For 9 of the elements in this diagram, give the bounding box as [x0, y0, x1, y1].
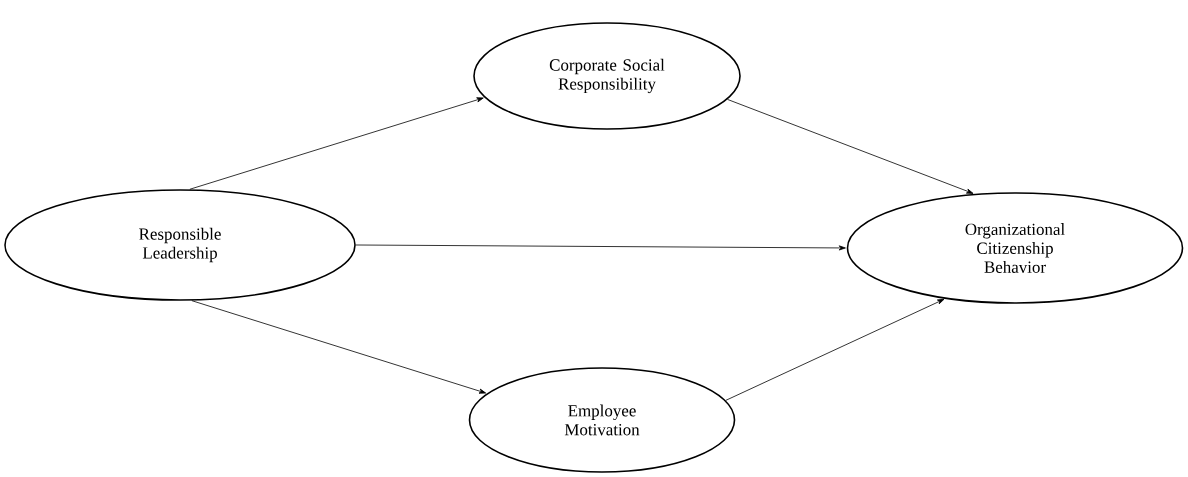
arrow [355, 244, 846, 251]
arrow [189, 97, 484, 190]
ellipse-node: Responsible Leadership [4, 189, 356, 301]
ellipse-node: Corporate Social Responsibility [473, 22, 741, 130]
arrow [725, 298, 945, 401]
ellipse-node: Employee Motivation [468, 367, 736, 473]
arrow [191, 300, 487, 394]
arrow [727, 99, 974, 194]
ellipse-node: Organizational Citizenship Behavior [846, 192, 1184, 304]
